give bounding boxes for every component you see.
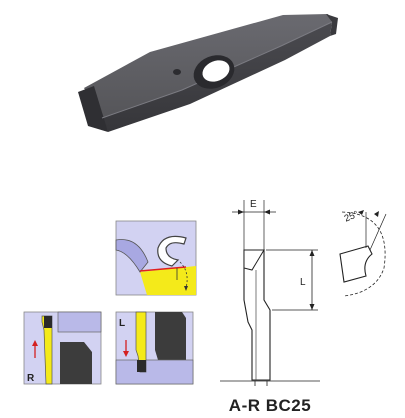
right-hand-label: R — [27, 373, 35, 384]
holder-top-r — [57, 311, 102, 333]
tip-shape — [339, 245, 373, 283]
application-detail-left: L — [115, 311, 194, 385]
insert-tip-r — [44, 316, 52, 328]
application-detail-right: R — [23, 311, 102, 385]
cutting-zone — [140, 266, 196, 295]
holder-bottom-l — [115, 359, 194, 385]
width-label-e: E — [250, 199, 257, 210]
angle-ref-slant — [369, 213, 387, 251]
c-workpiece — [157, 235, 187, 267]
side-profile-drawing: E L — [220, 199, 320, 386]
insert-3d-render — [78, 14, 338, 132]
tip-angle-detail: 25° — [339, 209, 387, 297]
length-label-l: L — [300, 277, 306, 288]
insert-right-tip — [326, 14, 338, 36]
angle-arrow-right — [374, 211, 379, 217]
workpiece-l — [155, 312, 186, 360]
l-arrow-bottom — [309, 304, 315, 310]
insert-left-tip — [78, 86, 108, 132]
insert-tip-l — [137, 360, 146, 372]
e-arrow-right — [264, 209, 270, 215]
angle-arc — [341, 211, 386, 297]
mounting-hole-through — [202, 60, 230, 82]
rotation-arrow — [184, 286, 188, 291]
angle-arrow-left — [358, 210, 364, 215]
feed-arrow-r — [32, 340, 38, 346]
e-arrow-left — [238, 209, 244, 215]
feed-arrow-l — [123, 351, 129, 357]
profile-tip — [243, 249, 265, 271]
profile-outline — [243, 249, 271, 381]
angle-label: 25° — [343, 209, 361, 225]
left-hand-label: L — [119, 318, 125, 329]
holder-curve — [115, 239, 149, 273]
product-code-caption: A-R BC25 — [228, 396, 312, 415]
l-arrow-top — [309, 250, 315, 256]
cut-line — [139, 266, 187, 272]
application-detail-top — [115, 220, 197, 296]
pin-hole — [173, 69, 181, 75]
workpiece-r — [60, 342, 92, 384]
rotation-arc — [179, 261, 188, 289]
